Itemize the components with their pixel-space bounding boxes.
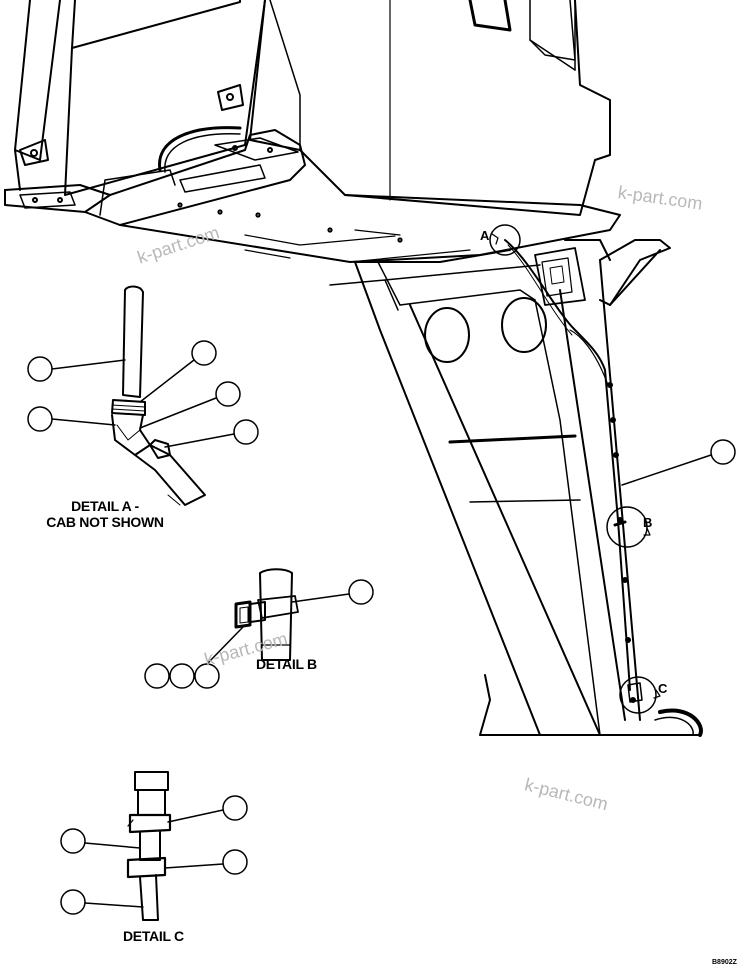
detail-b-label: DETAIL B bbox=[256, 656, 317, 672]
view-callout-a: A bbox=[480, 228, 490, 243]
detail-a-line1: DETAIL A - bbox=[71, 498, 139, 514]
detail-a-label: DETAIL A - CAB NOT SHOWN bbox=[40, 498, 170, 530]
callout-balloon bbox=[60, 828, 86, 854]
view-callout-b: B bbox=[643, 515, 653, 530]
callout-balloon bbox=[215, 381, 241, 407]
view-callout-c: C bbox=[658, 681, 668, 696]
support-post bbox=[329, 239, 703, 737]
detail-b-drawing bbox=[234, 568, 299, 661]
callout-balloon bbox=[144, 663, 170, 689]
detail-c-label: DETAIL C bbox=[123, 928, 184, 944]
callout-balloon bbox=[348, 579, 374, 605]
view-circle-c bbox=[619, 676, 657, 714]
wire-harness bbox=[504, 239, 643, 703]
view-circle-a bbox=[489, 224, 521, 256]
callout-balloon bbox=[169, 663, 195, 689]
callout-balloon bbox=[710, 439, 736, 465]
cab-assembly bbox=[4, 0, 621, 263]
figure-code: B8902Z bbox=[712, 959, 737, 966]
detail-a-line2: CAB NOT SHOWN bbox=[46, 514, 164, 530]
callout-balloon bbox=[222, 849, 248, 875]
callout-balloon bbox=[233, 419, 259, 445]
callout-balloon bbox=[27, 406, 53, 432]
callouts bbox=[27, 340, 736, 915]
detail-a-drawing bbox=[111, 285, 206, 506]
view-circle-b bbox=[606, 506, 648, 548]
callout-balloon bbox=[60, 889, 86, 915]
detail-c-drawing bbox=[126, 771, 172, 921]
callout-balloon bbox=[27, 356, 53, 382]
callout-balloon bbox=[191, 340, 217, 366]
view-circles bbox=[489, 224, 661, 714]
callout-balloon bbox=[222, 795, 248, 821]
